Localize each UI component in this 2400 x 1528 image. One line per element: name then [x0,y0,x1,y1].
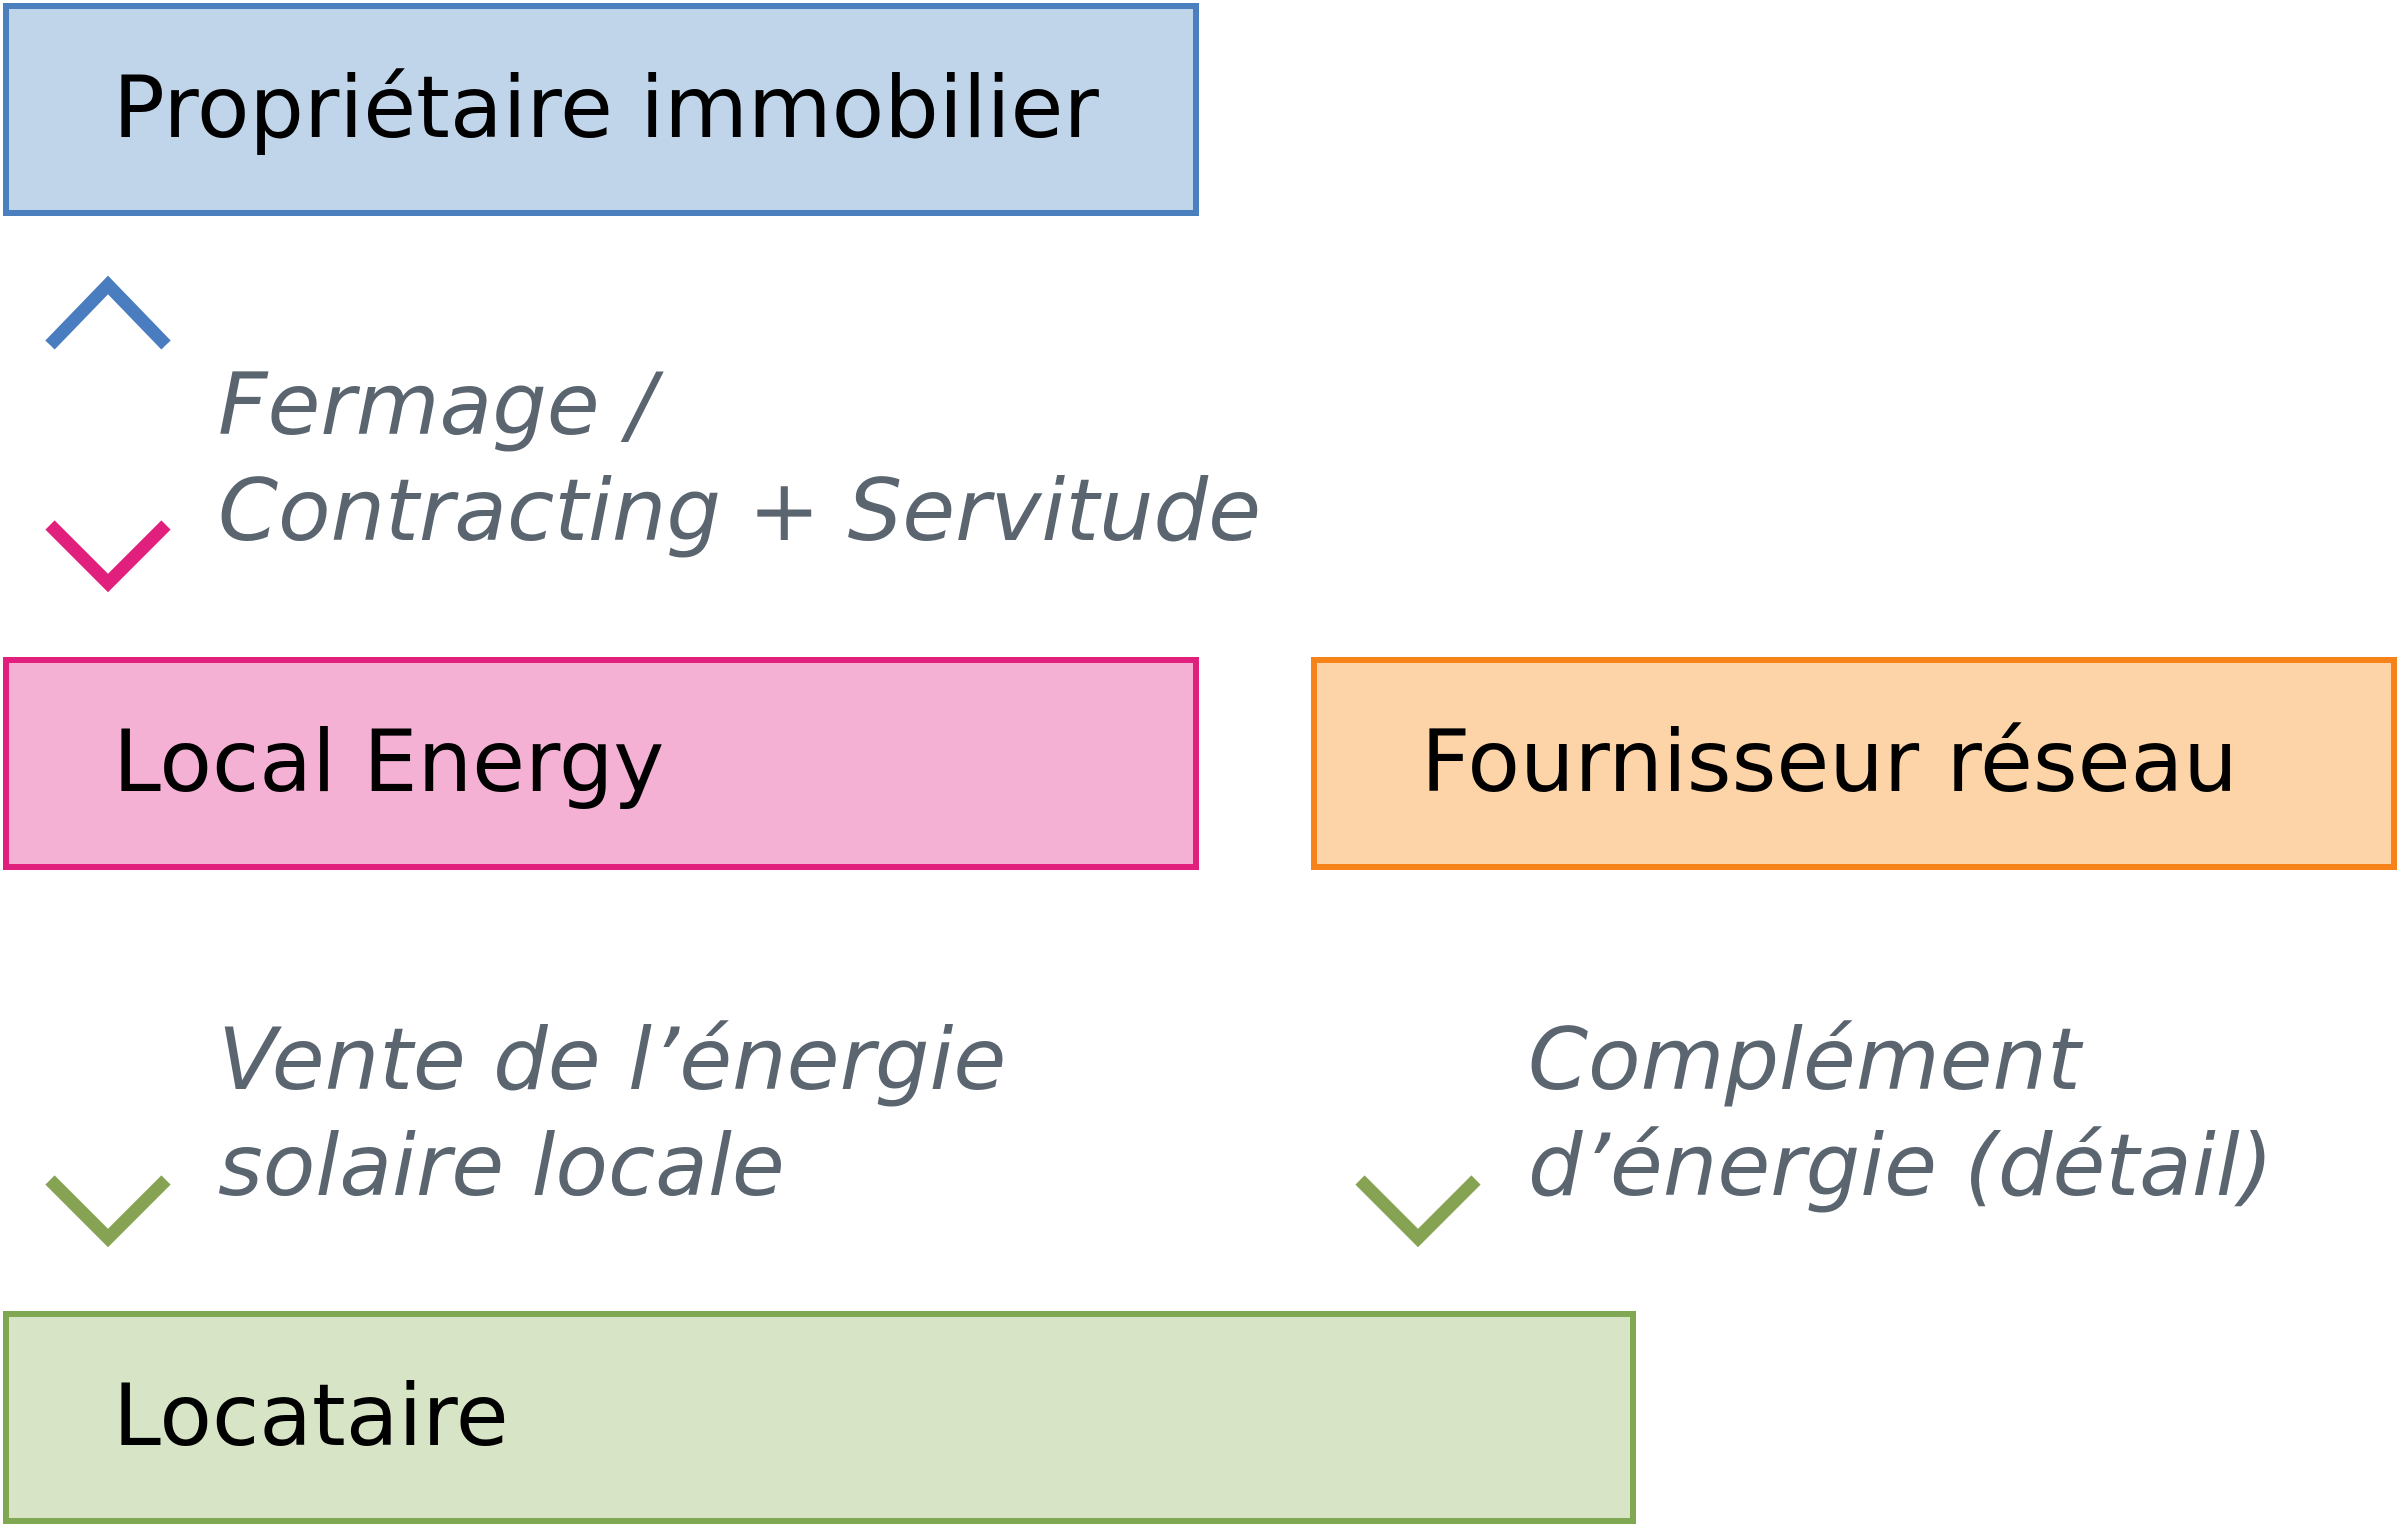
box-label: Local Energy [113,711,665,812]
box-property-owner: Propriétaire immobilier [3,3,1199,216]
sale-arrow [45,870,171,1248]
arrowhead-up-icon [45,275,171,350]
lease-arrow [45,275,171,593]
box-tenant: Locataire [3,1311,1636,1524]
supply-arrow [1355,870,1481,1248]
label-line: Contracting + Servitude [218,461,1262,561]
supply-arrow-label: Complément d’énergie (détail) [1528,1007,2273,1219]
box-grid-supplier: Fournisseur réseau [1311,657,2397,870]
label-line: d’énergie (détail) [1528,1116,2274,1216]
box-local-energy: Local Energy [3,657,1199,870]
arrowhead-down-icon [45,520,171,593]
label-line: solaire locale [218,1116,785,1216]
label-line: Vente de l’énergie [218,1010,1007,1110]
sale-arrow-label: Vente de l’énergie solaire locale [218,1007,1006,1219]
arrowhead-down-icon [45,1175,171,1248]
label-line: Fermage / [218,355,657,455]
box-label: Propriétaire immobilier [113,57,1099,158]
label-line: Complément [1528,1010,2081,1110]
lease-arrow-label: Fermage / Contracting + Servitude [218,352,1261,564]
box-label: Locataire [113,1365,509,1466]
arrowhead-down-icon [1355,1175,1481,1248]
box-label: Fournisseur réseau [1421,711,2238,812]
